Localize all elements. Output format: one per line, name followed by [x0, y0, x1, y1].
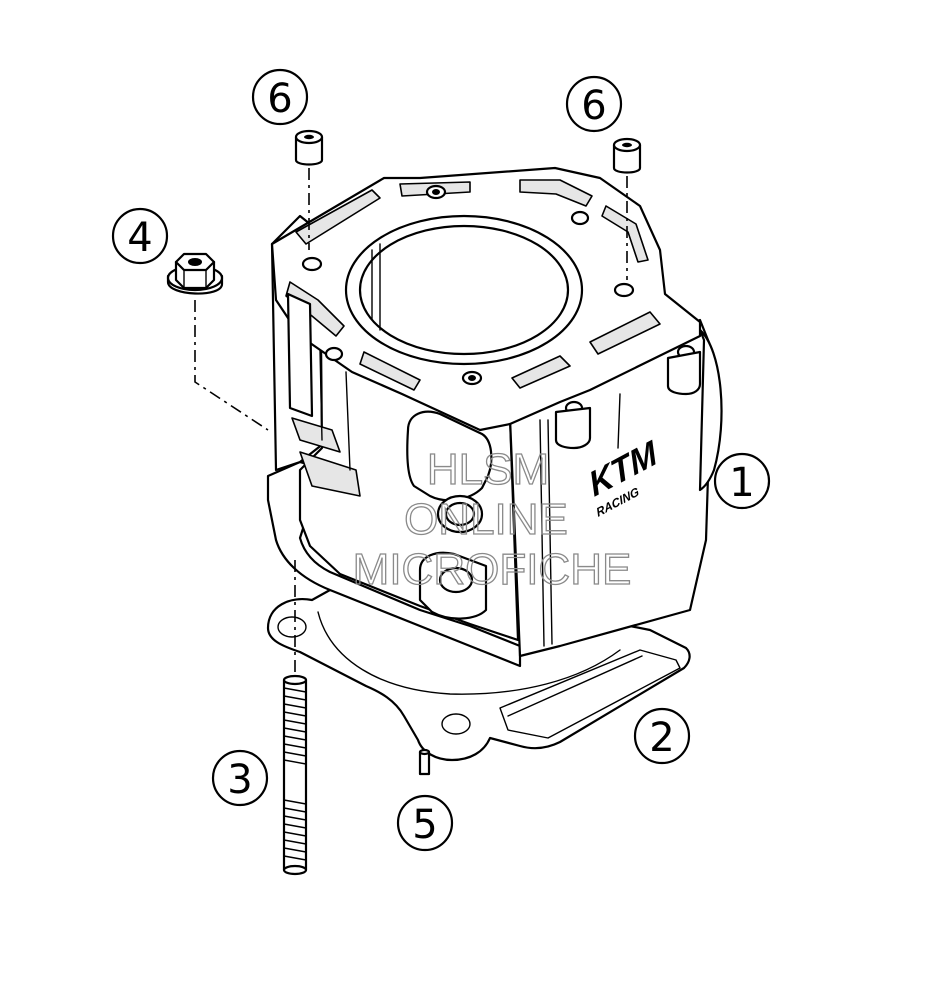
callout-4-number: 4	[127, 215, 152, 261]
cylinder-body: KTM RACING	[266, 166, 723, 668]
watermark: HLSM ONLINE MICROFICHE	[352, 444, 632, 594]
flange-nut	[166, 252, 224, 295]
watermark-line-1: HLSM	[427, 445, 549, 494]
callout-6-right: 6	[565, 75, 623, 133]
dowel-pin	[418, 748, 431, 776]
callout-5-number: 5	[412, 802, 437, 848]
callout-2: 2	[633, 707, 691, 765]
callout-1-number: 1	[729, 460, 754, 506]
callout-1: 1	[713, 452, 771, 510]
watermark-line-2: ONLINE	[404, 495, 568, 544]
callout-5: 5	[396, 794, 454, 852]
callout-3-number: 3	[227, 757, 252, 803]
dowel-sleeve-left	[294, 129, 324, 166]
dowel-sleeve-right	[612, 137, 642, 174]
callout-4: 4	[111, 207, 169, 265]
assembly-line-nut	[194, 300, 269, 431]
callout-3: 3	[211, 749, 269, 807]
callout-6-left-number: 6	[267, 76, 292, 122]
cylinder-stud	[282, 674, 308, 876]
callout-6-left: 6	[251, 68, 309, 126]
callout-6-right-number: 6	[581, 83, 606, 129]
watermark-line-3: MICROFICHE	[353, 545, 632, 594]
callout-2-number: 2	[649, 715, 674, 761]
